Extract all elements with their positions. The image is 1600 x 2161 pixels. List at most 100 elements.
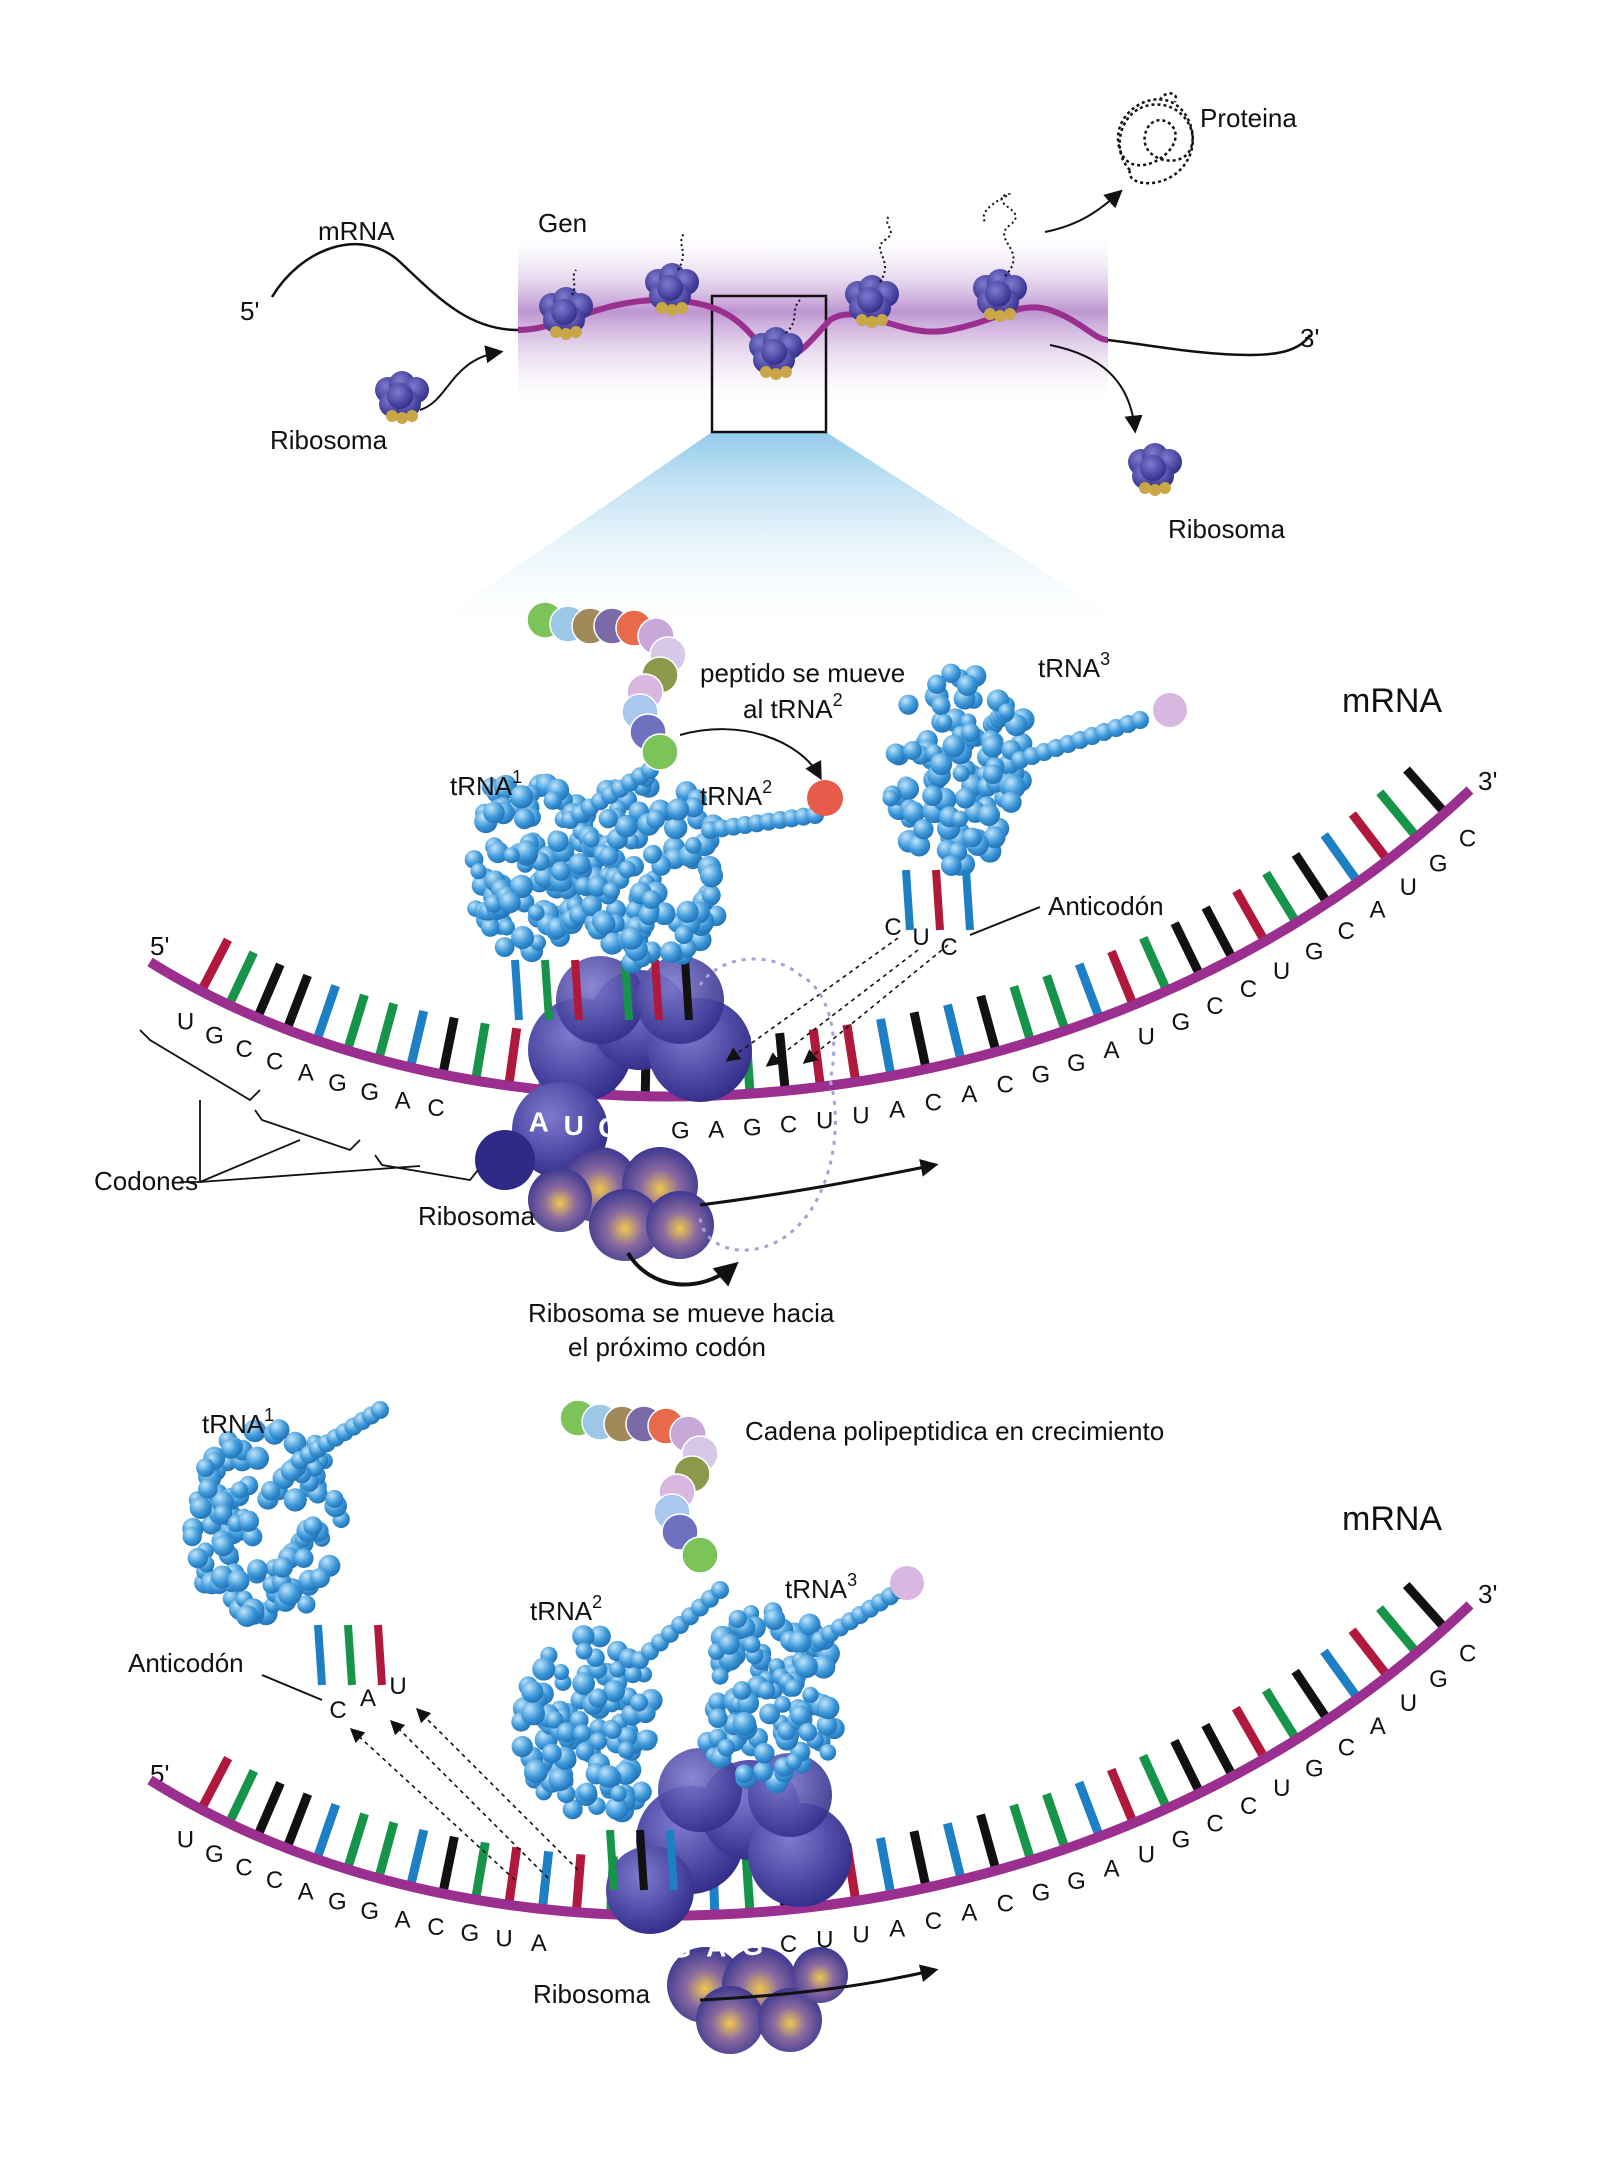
anticodon-dotted-arrows-p2	[349, 1707, 579, 1881]
mrna-label-overview: mRNA	[318, 216, 395, 246]
anticodon-stem	[902, 869, 914, 931]
nucleotide-rung	[1170, 1738, 1203, 1792]
nucleotide-rung	[1291, 1668, 1329, 1719]
base-letter: A	[1103, 1037, 1119, 1064]
three-prime-overview: 3'	[1300, 323, 1319, 353]
ribosome-icon	[1128, 443, 1182, 496]
base-letter: A	[298, 1060, 314, 1087]
nucleotide-rung	[1348, 811, 1389, 860]
base-letter: C	[997, 1890, 1014, 1917]
mrna-overview-gene	[517, 296, 1109, 362]
base-letter: U	[1273, 958, 1290, 985]
nucleotide-rung	[1042, 974, 1069, 1029]
base-letter: C	[1240, 976, 1257, 1003]
base-letter: C	[266, 1867, 283, 1894]
base-letter: U	[1400, 1690, 1417, 1717]
anticodon-base: C	[884, 914, 901, 941]
nucleotide-rung	[976, 1813, 1000, 1868]
base-letter: G	[671, 1117, 690, 1144]
zoom-box	[710, 294, 828, 434]
base-letter: U	[1138, 1024, 1155, 1051]
ribosome-enter-arrow	[419, 345, 504, 411]
nucleotide-rung	[1201, 905, 1235, 958]
base-letter: A	[1370, 1713, 1386, 1740]
base-letter: G	[1429, 1666, 1448, 1693]
anticodon-base: C	[940, 934, 957, 961]
nucleotide-rung	[1376, 789, 1418, 837]
base-letter: A	[889, 1096, 905, 1123]
base-letter: U	[1138, 1841, 1155, 1868]
nucleotide-rung	[1139, 935, 1170, 989]
base-letter: A	[531, 1930, 547, 1957]
base-letter: C	[925, 1908, 942, 1935]
anticodon-stem	[511, 959, 523, 1021]
trna1-label-p1: tRNA1	[450, 767, 522, 801]
nucleotide-rung	[1074, 962, 1103, 1017]
ribosome-label-p2: Ribosoma	[533, 1979, 651, 2009]
trna-icon	[697, 1602, 845, 1794]
base-letter: G	[1032, 1880, 1051, 1907]
trna3-label-p2: tRNA3	[785, 1570, 857, 1604]
nucleotide-rung	[1042, 1792, 1069, 1847]
gene-region	[518, 230, 1108, 410]
base-letter: U	[177, 1827, 194, 1854]
nucleotide-rung	[226, 950, 258, 1004]
base-letter: G	[1032, 1061, 1051, 1088]
anticodon-stem	[681, 959, 693, 1021]
base-letter: U	[1273, 1775, 1290, 1802]
nucleotide-rung	[439, 1835, 459, 1891]
ribosome-moves-line2: el próximo codón	[568, 1332, 766, 1362]
base-letter: G	[598, 1931, 620, 1962]
nucleotide-rung	[1138, 1753, 1170, 1807]
anticodon-stem	[962, 869, 974, 931]
trna2-label-p2: tRNA2	[530, 1592, 602, 1626]
base-letter: C	[266, 1048, 283, 1075]
base-letter: G	[460, 1920, 479, 1947]
nucleotide-rung	[226, 1769, 258, 1822]
trna2-label-p1: tRNA2	[700, 777, 772, 811]
base-letter: A	[1104, 1855, 1120, 1882]
ribosome-icon	[973, 193, 1027, 322]
nucleotide-rung	[1376, 1605, 1418, 1653]
trna-icon	[568, 769, 727, 974]
nucleotide-rung	[284, 1792, 312, 1847]
nucleotide-rung	[808, 1028, 825, 1084]
anticodon-base: U	[912, 924, 929, 951]
base-letter: A	[961, 1081, 977, 1108]
anticodon-pointer-p1	[969, 906, 1041, 936]
nucleotide-rung	[943, 1003, 965, 1059]
nucleotide-rung	[572, 1854, 586, 1909]
base-letter: C	[1338, 1735, 1355, 1762]
base-letter: U	[564, 1929, 584, 1960]
nucleotide-rung	[1261, 1687, 1299, 1739]
chain-label: Cadena polipeptidica en crecimiento	[745, 1416, 1164, 1446]
base-letter: C	[1240, 1793, 1257, 1820]
nucleotide-rung	[942, 1822, 965, 1877]
base-letter: G	[459, 1097, 481, 1128]
anticodon-label-p2: Anticodón	[128, 1648, 244, 1678]
trna-group-2	[182, 1401, 924, 1891]
nucleotide-rung	[406, 1828, 429, 1884]
nucleotide-rung	[1320, 832, 1360, 882]
nucleotide-rung	[375, 1821, 399, 1876]
nucleotide-rung	[842, 1023, 860, 1079]
anticodon-stem	[651, 959, 663, 1021]
ribosome-label-p1: Ribosoma	[418, 1201, 536, 1231]
base-letter: C	[925, 1089, 942, 1116]
base-letter: A	[1370, 897, 1386, 924]
base-letter: U	[816, 1108, 833, 1135]
next-position-outline	[698, 957, 837, 1252]
base-letter: A	[889, 1915, 905, 1942]
amino-acid-bead-icon	[1153, 693, 1187, 727]
amino-acid-bead-icon	[807, 780, 843, 816]
base-letter: G	[743, 1115, 762, 1142]
anticodon-stem	[636, 1829, 648, 1891]
base-letter: G	[360, 1079, 379, 1106]
ribosome-icon	[845, 214, 899, 328]
ribosome-moves-line1: Ribosoma se mueve hacia	[528, 1298, 835, 1328]
nucleotide-rung	[1402, 1582, 1446, 1629]
base-letter: C	[1338, 918, 1355, 945]
